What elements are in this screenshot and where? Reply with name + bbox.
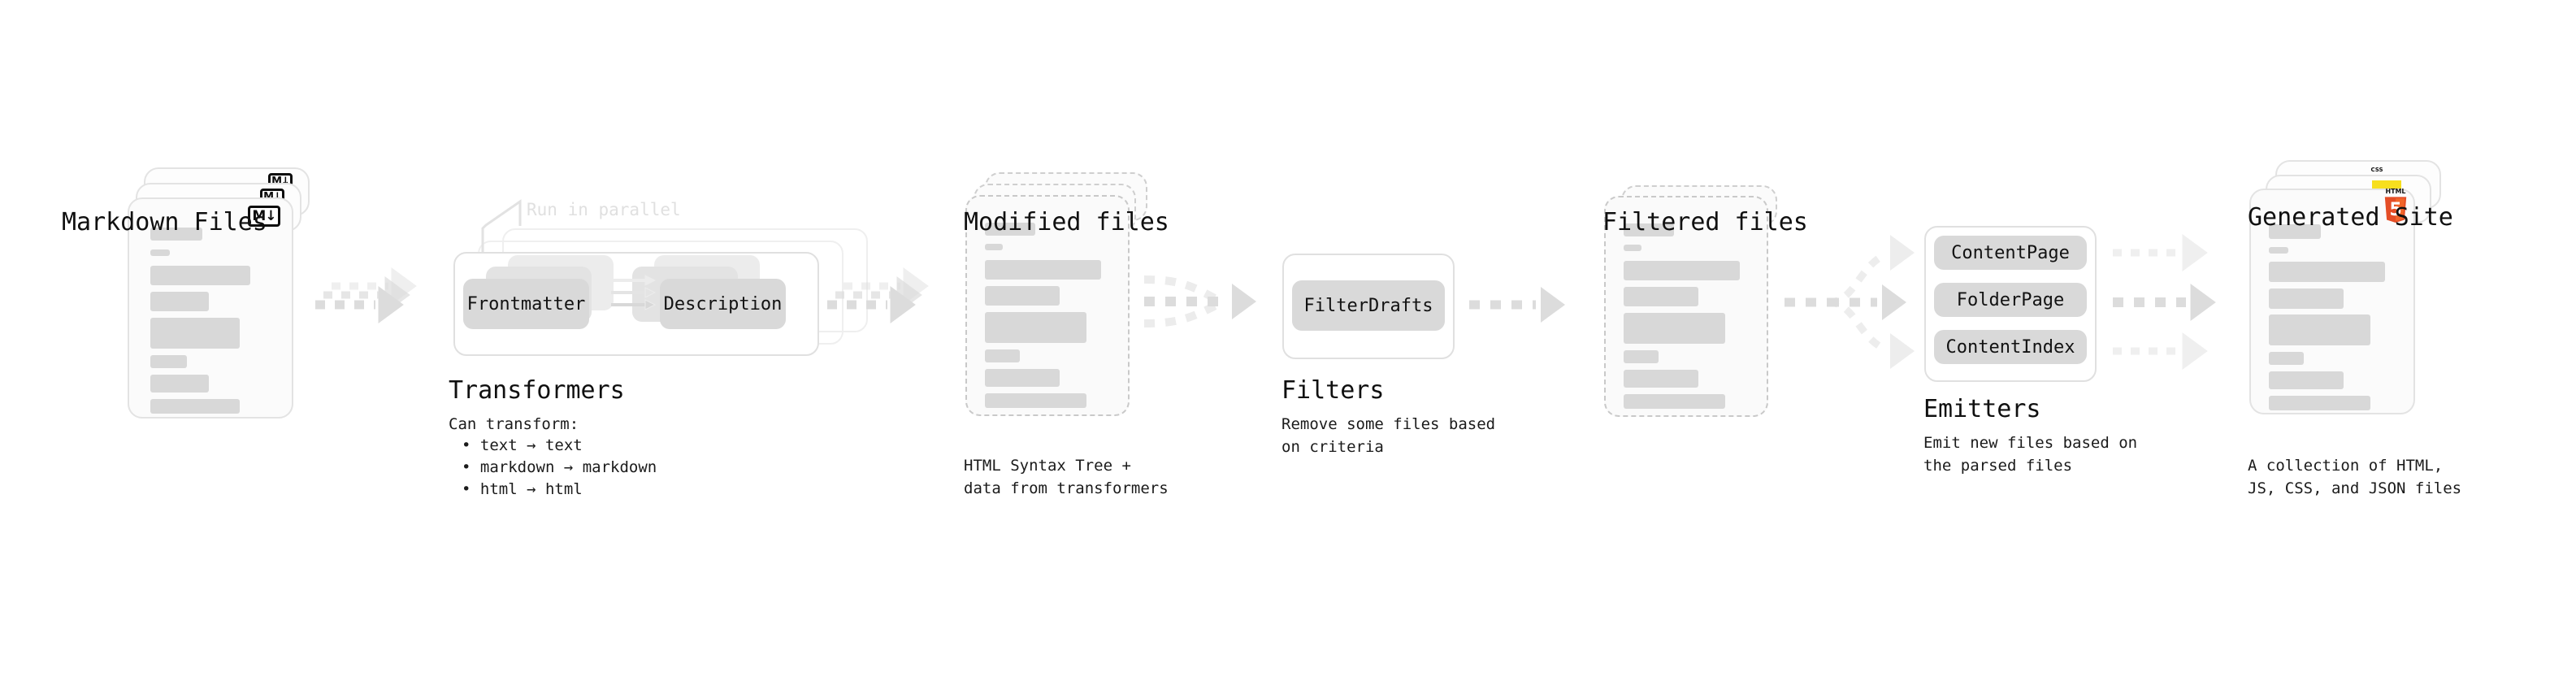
emitters-node-contentindex[interactable]: ContentIndex — [1934, 330, 2087, 364]
connector-filtered-to-emitters — [1785, 235, 1915, 369]
doc-line — [985, 223, 1035, 236]
doc-line — [150, 292, 209, 311]
transformer-node-frontmatter[interactable]: Frontmatter — [463, 279, 589, 329]
html5-badge: HTML 5 — [2384, 188, 2407, 223]
doc-line — [150, 249, 170, 256]
transformer-node-description-label: Description — [663, 293, 783, 314]
connector-markdown-to-transformers — [315, 267, 417, 323]
transformers-bullet-3: • html → html — [462, 480, 583, 498]
doc-line — [1624, 313, 1725, 344]
css-badge-label: CSS — [2370, 167, 2383, 173]
filters-node-filterdrafts-label: FilterDrafts — [1303, 295, 1433, 316]
stage-caption-emitters: Emit new files based on the parsed files — [1923, 434, 2138, 475]
doc-line — [2269, 352, 2304, 365]
doc-line — [2269, 288, 2344, 309]
transformers-bullet-1: • text → text — [462, 436, 583, 454]
doc-line — [2269, 224, 2321, 239]
stage-title-markdown-files: Markdown Files — [62, 208, 267, 236]
doc-line — [985, 244, 1003, 250]
doc-line — [2269, 247, 2288, 254]
svg-text:5: 5 — [2389, 200, 2401, 220]
run-in-parallel-note: Run in parallel — [527, 200, 681, 219]
transformers-bullet-2: • markdown → markdown — [462, 458, 657, 476]
site-document — [2249, 189, 2415, 414]
stage-title-generated-site: Generated Site — [2248, 203, 2453, 232]
doc-line — [150, 375, 209, 393]
stage-title-filters: Filters — [1281, 376, 1385, 405]
connector-emitters-to-site — [2113, 234, 2216, 370]
stage-caption-filters: Remove some files based on criteria — [1281, 415, 1496, 456]
emitters-node-folderpage[interactable]: FolderPage — [1934, 283, 2087, 317]
doc-line — [1624, 370, 1698, 388]
doc-line — [985, 349, 1020, 362]
doc-line — [1624, 261, 1740, 280]
doc-line — [150, 399, 240, 414]
stage-title-modified-files: Modified files — [964, 208, 1169, 236]
filters-node-filterdrafts[interactable]: FilterDrafts — [1292, 280, 1445, 331]
stage-caption-generated-site: A collection of HTML, JS, CSS, and JSON … — [2248, 457, 2462, 497]
stage-title-emitters: Emitters — [1923, 395, 2041, 423]
stage-caption-modified-files: HTML Syntax Tree + data from transformer… — [964, 457, 1169, 497]
doc-line — [2269, 262, 2385, 282]
doc-line — [1624, 245, 1641, 251]
markdown-document — [128, 197, 293, 419]
svg-text:HTML: HTML — [2386, 188, 2406, 195]
doc-line — [1624, 394, 1725, 409]
stage-title-transformers: Transformers — [449, 376, 625, 405]
stage-title-filtered-files: Filtered files — [1602, 208, 1808, 236]
emitters-node-contentpage-label: ContentPage — [1951, 242, 2070, 263]
doc-line — [985, 369, 1060, 387]
doc-line — [1624, 287, 1698, 306]
markdown-badge-front: M↓ — [248, 206, 280, 227]
doc-line — [985, 312, 1086, 343]
emitters-node-folderpage-label: FolderPage — [1956, 289, 2065, 310]
doc-line — [2269, 314, 2370, 345]
doc-line — [1624, 350, 1659, 363]
transformer-node-frontmatter-label: Frontmatter — [466, 293, 586, 314]
transformer-node-description[interactable]: Description — [660, 279, 786, 329]
doc-line — [150, 228, 202, 241]
doc-line — [150, 318, 240, 349]
filtered-document — [1604, 196, 1768, 417]
emitters-node-contentpage[interactable]: ContentPage — [1934, 236, 2087, 270]
doc-line — [985, 260, 1101, 280]
doc-line — [150, 355, 187, 368]
connector-modified-to-filters — [1143, 275, 1256, 327]
doc-line — [985, 286, 1060, 306]
doc-line — [2269, 396, 2370, 410]
emitters-node-contentindex-label: ContentIndex — [1945, 336, 2075, 358]
stage-caption-transformers: Can transform: — [449, 415, 579, 433]
connector-filters-to-filtered — [1469, 287, 1565, 323]
doc-line — [985, 393, 1086, 408]
doc-line — [1624, 223, 1674, 236]
doc-line — [150, 266, 250, 285]
doc-line — [2269, 371, 2344, 389]
modified-document — [965, 195, 1130, 416]
